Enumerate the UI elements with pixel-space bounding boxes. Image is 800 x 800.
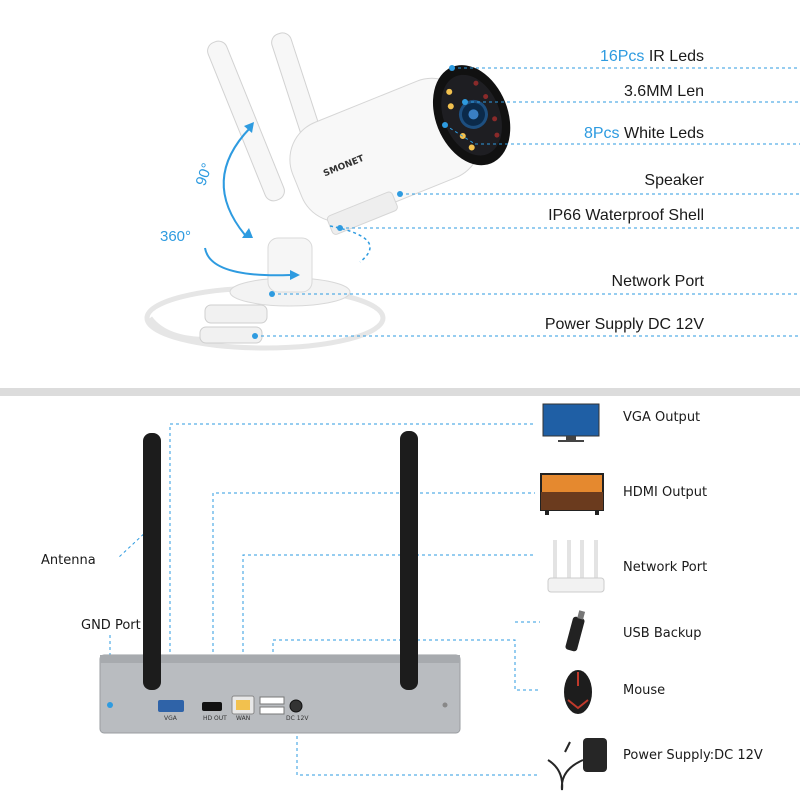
camera-power-supply-label: Power Supply DC 12V bbox=[544, 316, 704, 333]
nvr-illustration bbox=[99, 403, 607, 791]
power-connector bbox=[199, 326, 263, 344]
monitor-hdmi-icon bbox=[540, 473, 604, 515]
shell-label: IP66 Waterproof Shell bbox=[548, 207, 704, 224]
camera-illustration: SMONET bbox=[144, 32, 800, 351]
hdmi-output-label: HDMI Output bbox=[623, 485, 708, 500]
dc-port bbox=[289, 699, 303, 713]
monitor-vga-icon bbox=[542, 403, 600, 442]
camera-body bbox=[289, 65, 511, 235]
nvr-panel: Antenna GND Port VGA Output HDMI Output … bbox=[0, 396, 800, 800]
pan-angle-label: 360° bbox=[160, 228, 192, 245]
pan-arc bbox=[204, 247, 291, 277]
nvr-network-port-label: Network Port bbox=[623, 560, 708, 575]
vga-output-label: VGA Output bbox=[623, 410, 701, 425]
vga-port bbox=[158, 700, 184, 712]
usb-drive-icon bbox=[565, 610, 586, 652]
mouse-icon bbox=[564, 670, 592, 714]
dc-port-label: DC 12V bbox=[286, 715, 309, 722]
nvr-antenna-right bbox=[400, 431, 418, 690]
ir-leds-label: 16Pcs IR Leds bbox=[599, 48, 704, 65]
wan-port-label: WAN bbox=[236, 715, 251, 722]
hdmi-port-label: HD OUT bbox=[203, 715, 227, 722]
lens-label: 3.6MM Len bbox=[623, 83, 704, 100]
mount-neck bbox=[267, 237, 313, 293]
usb-backup-label: USB Backup bbox=[623, 626, 702, 641]
hdmi-port bbox=[202, 702, 222, 711]
camera-leader-lines bbox=[255, 67, 800, 337]
camera-antenna-left bbox=[207, 40, 285, 202]
gnd-port-label: GND Port bbox=[81, 618, 141, 633]
section-divider bbox=[0, 388, 800, 396]
power-adapter-icon bbox=[547, 738, 607, 791]
camera-panel: SMONET 90 bbox=[0, 0, 800, 388]
nvr-antenna-left bbox=[143, 433, 161, 690]
speaker-label: Speaker bbox=[644, 172, 704, 189]
network-connector bbox=[204, 304, 268, 324]
camera-network-port-label: Network Port bbox=[611, 273, 704, 290]
nvr-power-supply-label: Power Supply:DC 12V bbox=[623, 748, 763, 763]
tilt-arc bbox=[222, 127, 251, 236]
vga-port-label: VGA bbox=[164, 715, 177, 722]
router-icon bbox=[547, 540, 605, 593]
mouse-label: Mouse bbox=[623, 683, 666, 698]
white-leds-label: 8Pcs White Leds bbox=[583, 125, 704, 142]
gnd-port bbox=[107, 702, 113, 708]
antenna-label: Antenna bbox=[41, 553, 96, 568]
usb-ports bbox=[259, 706, 285, 715]
